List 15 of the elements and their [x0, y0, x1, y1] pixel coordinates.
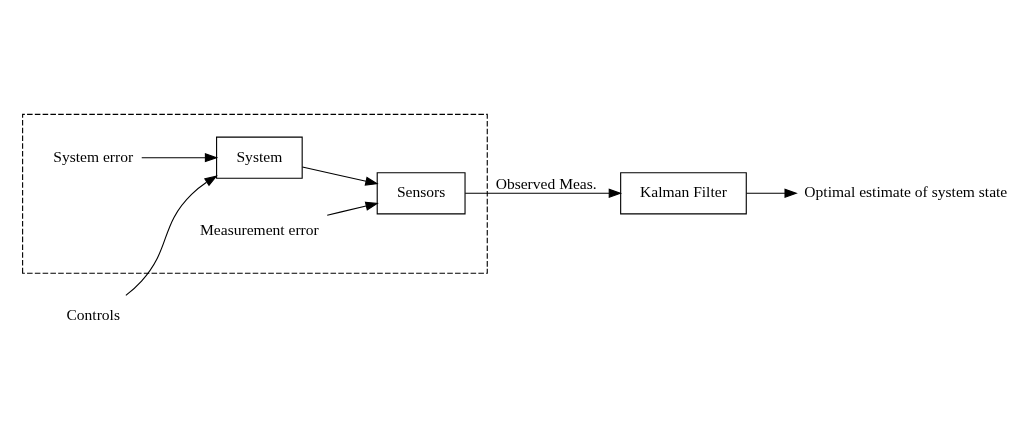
cluster	[22, 113, 488, 274]
node-text: Measurement error	[200, 220, 319, 238]
node-box: Sensors	[376, 171, 466, 214]
edge-label: Observed Meas.	[495, 174, 597, 192]
node-text: System error	[53, 147, 134, 165]
arrow	[125, 174, 218, 296]
node-box: System	[216, 136, 303, 179]
node-text: Controls	[66, 305, 120, 323]
arrow	[301, 166, 379, 186]
arrow	[141, 152, 219, 162]
arrow	[326, 201, 379, 216]
arrow	[745, 188, 798, 198]
node-text: Optimal estimate of system state	[804, 182, 1008, 200]
node-box: Kalman Filter	[620, 171, 747, 214]
arrow	[464, 188, 623, 198]
